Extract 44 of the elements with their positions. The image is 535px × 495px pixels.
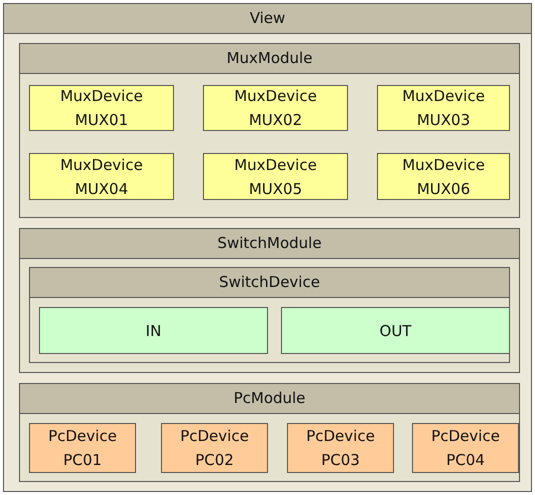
panel-heading: MuxModule [20,44,519,74]
device-label: MuxDevice [234,154,317,176]
device-label: MuxDevice [402,86,485,107]
device-box [412,423,519,473]
device-id: MUX02 [248,110,302,131]
device-box [203,85,348,131]
device-label: OUT [380,320,412,342]
device-label: PcDevice [180,426,249,447]
device-id: PC03 [321,450,360,471]
device-label: MuxDevice [402,154,485,176]
device-id: MUX01 [74,110,128,131]
device-id: PC04 [446,450,485,471]
panel-heading: View [4,4,531,34]
device-box [161,423,268,473]
device-box [281,307,510,354]
device-box [377,85,510,131]
device-box [377,153,510,200]
device-id: MUX04 [74,178,128,200]
device-id: PC01 [63,450,102,471]
device-id: MUX05 [248,178,302,200]
device-box [29,85,174,131]
device-label: PcDevice [431,426,500,447]
container-panel [19,43,520,218]
device-box [39,307,268,354]
device-label: MuxDevice [60,154,143,176]
device-label: IN [146,320,162,342]
device-label: PcDevice [306,426,375,447]
device-box [29,153,174,200]
device-id: PC02 [195,450,234,471]
device-id: MUX03 [416,110,470,131]
device-box [29,423,136,473]
device-box [287,423,394,473]
container-panel [19,383,520,482]
device-label: MuxDevice [60,86,143,107]
container-panel [19,228,520,373]
device-label: MuxDevice [234,86,317,107]
device-id: MUX06 [416,178,470,200]
container-panel [3,3,532,492]
panel-heading: SwitchModule [20,229,519,259]
device-box [203,153,348,200]
panel-heading: SwitchDevice [30,268,509,298]
device-label: PcDevice [48,426,117,447]
panel-heading: PcModule [20,384,519,414]
container-panel [29,267,510,363]
